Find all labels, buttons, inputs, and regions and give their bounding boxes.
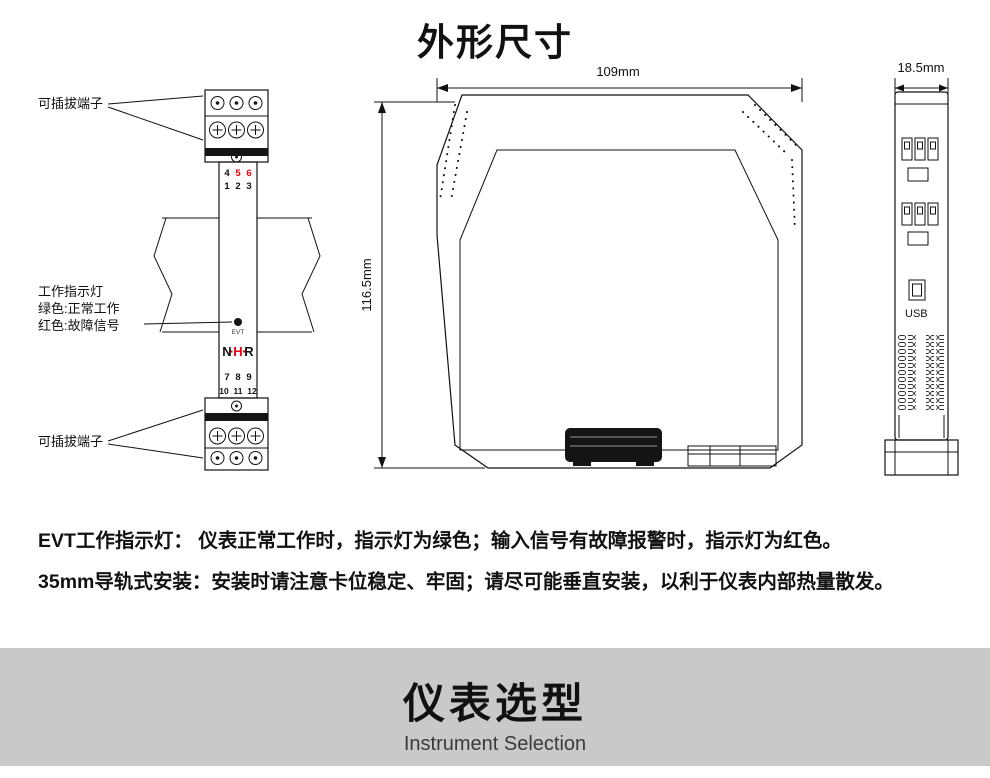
dimension-view-drawing: 109mm 116.5mm [359, 64, 803, 469]
logo-dash [243, 350, 247, 353]
terminal-number: 10 [219, 386, 229, 396]
leader-line [107, 409, 204, 442]
side-width-dimension: 18.5mm [894, 60, 949, 98]
plug-terminal-label-bottom: 可插拔端子 [38, 434, 103, 449]
brand-letter: H [233, 344, 242, 359]
terminal-number: 4 [224, 168, 230, 179]
side-housing: USB [894, 91, 949, 441]
usb-label: USB [905, 308, 928, 320]
bottom-terminal-block [204, 397, 269, 471]
terminal-window-group-top [901, 137, 939, 182]
leader-line [107, 106, 204, 141]
height-dimension-label: 116.5mm [359, 258, 374, 311]
page-title: 外形尺寸 [417, 22, 573, 63]
terminal-number: 12 [247, 386, 257, 396]
arrowhead [895, 84, 904, 92]
leader-line [143, 321, 233, 325]
plug-terminal-callout-bottom: 可插拔端子 [38, 409, 204, 459]
housing-profile [436, 94, 803, 469]
module-face: 4 5 6 1 2 3 EVT N H R 7 8 9 10 11 12 [218, 161, 258, 399]
side-width-dimension-label: 18.5mm [898, 60, 945, 75]
din-rail [153, 217, 321, 333]
terminal-number: 1 [224, 181, 230, 192]
width-dimension-label: 109mm [596, 64, 639, 79]
width-dimension: 109mm [436, 64, 803, 102]
brand-letter: N [222, 344, 231, 359]
leader-line [107, 443, 204, 459]
indicator-label-line2: 绿色:正常工作 [38, 301, 120, 316]
terminal-caps-row [210, 451, 263, 465]
terminal-caps-row [210, 96, 263, 110]
din-rail-clip [565, 428, 662, 466]
evt-led-indicator [234, 318, 242, 326]
terminal-number: 3 [246, 181, 251, 192]
nhr-brand-logo: N H R [222, 344, 254, 359]
side-view-drawing: 18.5mm [884, 60, 959, 476]
plug-terminal-label-top: 可插拔端子 [38, 96, 103, 111]
terminal-number: 11 [234, 386, 243, 396]
terminal-screws-row [209, 427, 264, 445]
terminal-number: 9 [246, 372, 251, 383]
vent-grilles [898, 335, 944, 410]
terminal-window-group-bottom [901, 202, 939, 246]
base-flange [884, 439, 959, 476]
footer-subtitle: Instrument Selection [403, 733, 587, 755]
terminal-number: 5 [235, 168, 241, 179]
footer-title: 仪表选型 [402, 680, 587, 727]
brand-letter: R [244, 344, 254, 359]
plug-terminal-callout-top: 可插拔端子 [38, 95, 204, 141]
terminal-number: 6 [246, 168, 251, 179]
footer-banner: 仪表选型 Instrument Selection [0, 648, 990, 766]
terminal-number: 8 [235, 372, 240, 383]
usb-port [908, 279, 926, 301]
height-dimension: 116.5mm [359, 101, 485, 469]
notes-section: EVT工作指示灯： 仪表正常工作时，指示灯为绿色；输入信号有故障报警时，指示灯为… [38, 528, 968, 611]
terminal-screws-row [209, 121, 264, 139]
arrowhead [791, 84, 802, 92]
arrowhead [437, 84, 448, 92]
bottom-connector [687, 445, 777, 467]
note-line-2: 35mm导轨式安装：安装时请注意卡位稳定、牢固；请尽可能垂直安装，以利于仪表内部… [38, 571, 894, 594]
note-line-1: EVT工作指示灯： 仪表正常工作时，指示灯为绿色；输入信号有故障报警时，指示灯为… [38, 530, 842, 552]
front-view-drawing: 可插拔端子 工作指示灯 绿色:正常工作 红色:故障信号 可插拔端子 [38, 89, 321, 471]
arrowhead [378, 457, 386, 468]
evt-label: EVT [232, 329, 245, 336]
top-terminal-block [204, 89, 269, 163]
terminal-number: 2 [235, 181, 240, 192]
arrowhead [378, 102, 386, 113]
indicator-label-line3: 红色:故障信号 [38, 318, 120, 333]
indicator-callout: 工作指示灯 绿色:正常工作 红色:故障信号 [38, 284, 233, 333]
logo-dash [229, 350, 233, 353]
terminal-number: 7 [224, 372, 229, 383]
indicator-label-line1: 工作指示灯 [38, 284, 103, 299]
arrowhead [939, 84, 948, 92]
leader-line [107, 95, 204, 105]
